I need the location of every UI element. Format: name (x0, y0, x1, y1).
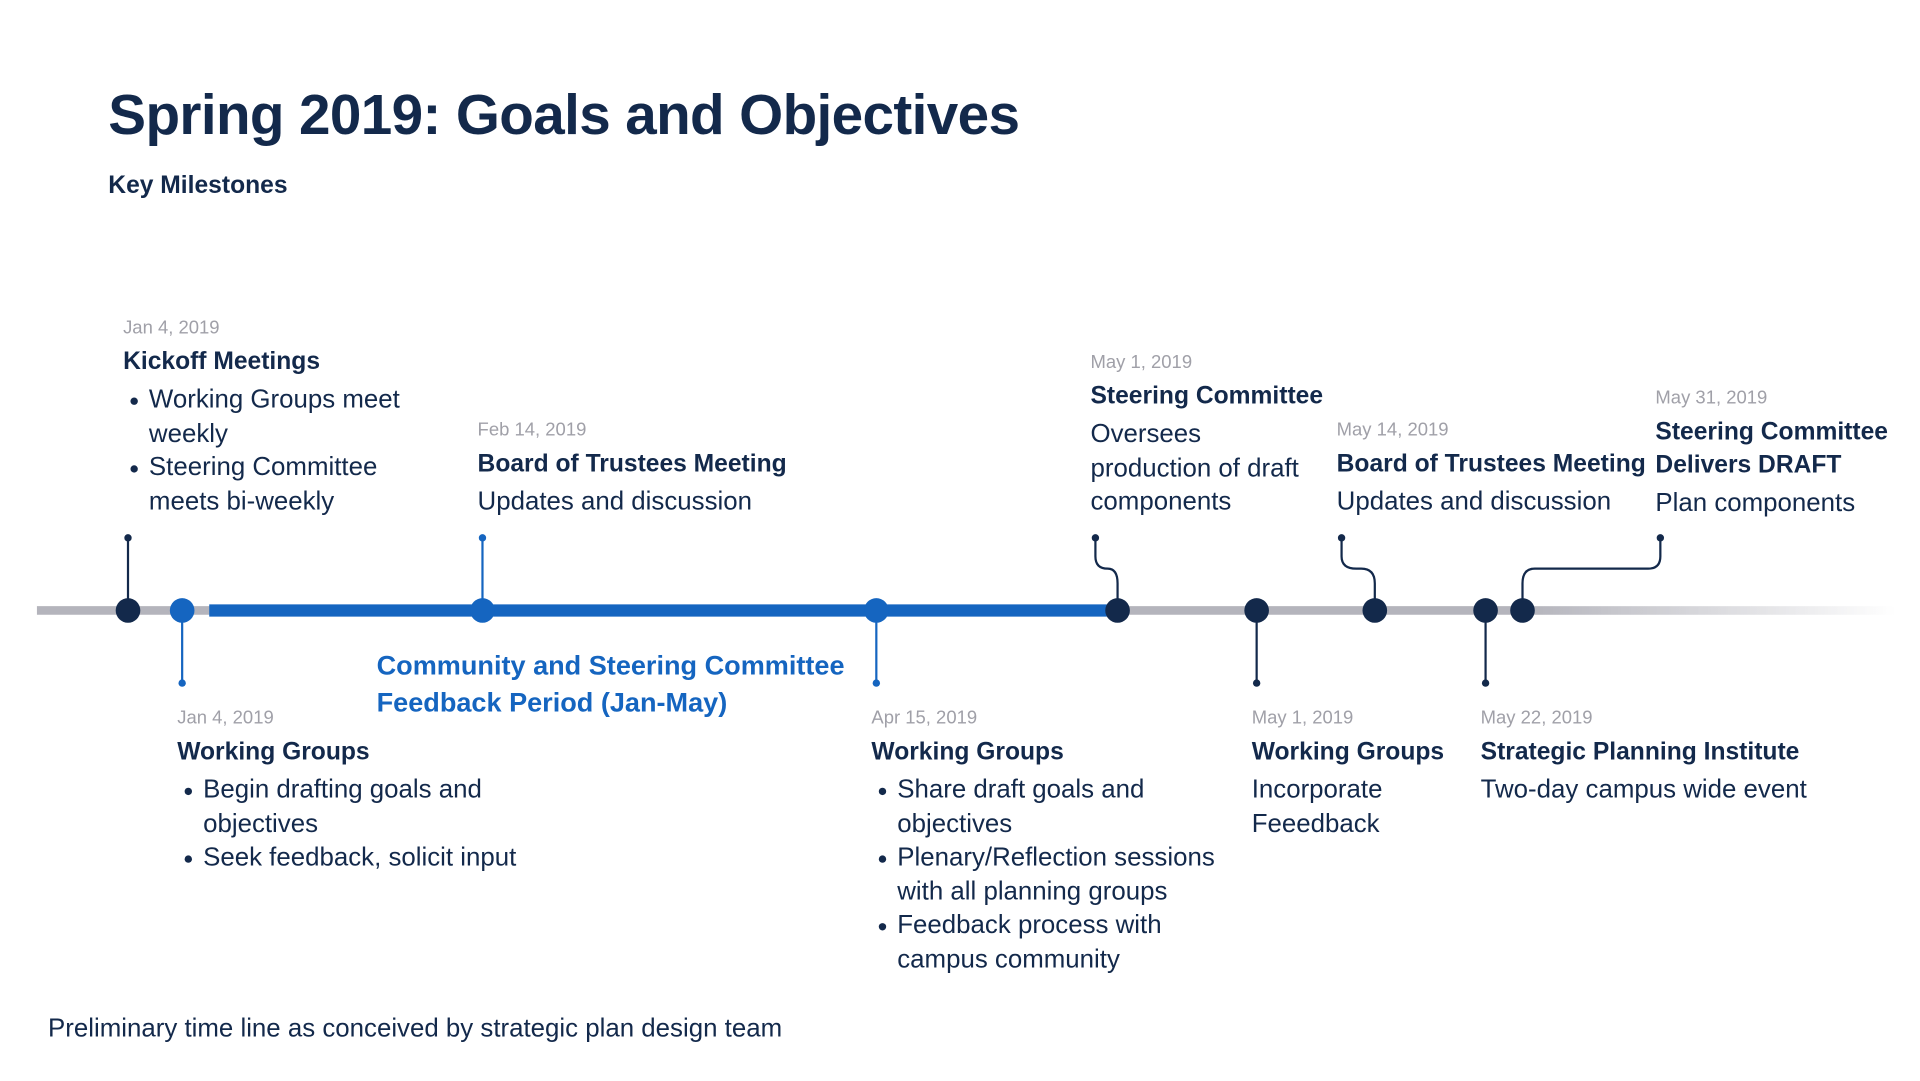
event-body: Incorporate Feeedback (1251, 775, 1383, 838)
timeline-fade (1526, 606, 1896, 615)
event-date: May 14, 2019 (1336, 419, 1449, 441)
event-working-groups-apr: Apr 15, 2019 Working Groups Share draft … (871, 708, 1240, 976)
event-bullet: Plenary/Reflection sessions with all pla… (878, 841, 1240, 909)
event-bullet: Working Groups meet weekly (130, 383, 431, 451)
milestone-dot (1244, 598, 1269, 623)
connector (1340, 537, 1376, 611)
milestone-dots (115, 598, 1535, 623)
event-title: Steering Committee Delivers DRAFT (1655, 418, 1888, 479)
event-bullet: Feedback process with campus community (878, 908, 1240, 976)
event-date: May 31, 2019 (1655, 387, 1768, 409)
event-bullet: Share draft goals and objectives (878, 773, 1240, 841)
event-planning-institute: May 22, 2019 Strategic Planning Institut… (1481, 708, 1850, 807)
event-steering-may1: May 1, 2019 Steering Committee Oversees … (1090, 352, 1324, 519)
event-date: May 1, 2019 (1251, 707, 1354, 729)
milestone-dot (1473, 598, 1498, 623)
event-title: Kickoff Meetings (123, 348, 321, 376)
milestone-dot (1510, 598, 1535, 623)
milestone-dot (1362, 598, 1388, 623)
event-body: Two-day campus wide event (1480, 775, 1807, 804)
event-date: May 1, 2019 (1090, 352, 1193, 373)
subtitle: Key Milestones (108, 172, 288, 200)
event-title: Board of Trustees Meeting (1336, 450, 1646, 478)
event-title: Steering Committee (1090, 382, 1324, 410)
event-title: Working Groups (177, 738, 370, 766)
footer-note: Preliminary time line as conceived by st… (48, 1014, 783, 1043)
milestone-dot (470, 598, 495, 623)
event-date: Jan 4, 2019 (123, 317, 220, 339)
milestone-dot (115, 598, 141, 623)
event-bullet: Seek feedback, solicit input (184, 841, 546, 875)
event-bullet: Begin drafting goals and objectives (184, 773, 546, 841)
feedback-period-label: Community and Steering Committee Feedbac… (376, 649, 845, 718)
event-date: May 22, 2019 (1480, 707, 1593, 729)
event-title: Board of Trustees Meeting (477, 450, 787, 478)
milestone-dot (1105, 598, 1130, 623)
event-date: Apr 15, 2019 (871, 707, 978, 729)
page-title: Spring 2019: Goals and Objectives (108, 82, 1020, 147)
event-board-may: May 14, 2019 Board of Trustees Meeting U… (1337, 420, 1657, 519)
event-body: Oversees production of draft components (1090, 419, 1299, 516)
event-working-groups-jan: Jan 4, 2019 Working Groups Begin draftin… (177, 708, 546, 875)
event-steering-draft: May 31, 2019 Steering Committee Delivers… (1655, 388, 1901, 520)
event-title: Working Groups (871, 738, 1064, 766)
event-kickoff: Jan 4, 2019 Kickoff Meetings Working Gro… (123, 318, 431, 519)
connector (1094, 537, 1119, 611)
event-board-feb: Feb 14, 2019 Board of Trustees Meeting U… (478, 420, 823, 519)
event-working-groups-may: May 1, 2019 Working Groups Incorporate F… (1252, 708, 1461, 841)
milestone-dot (169, 598, 195, 623)
event-body: Updates and discussion (1336, 487, 1612, 516)
connector (1521, 537, 1662, 611)
event-title: Strategic Planning Institute (1480, 738, 1800, 766)
event-date: Feb 14, 2019 (477, 419, 587, 441)
event-date: Jan 4, 2019 (177, 707, 274, 729)
event-bullet: Steering Committee meets bi-weekly (130, 450, 431, 518)
milestone-dot (864, 598, 889, 623)
event-body: Plan components (1655, 488, 1856, 517)
event-body: Updates and discussion (477, 487, 752, 516)
event-title: Working Groups (1251, 738, 1445, 766)
